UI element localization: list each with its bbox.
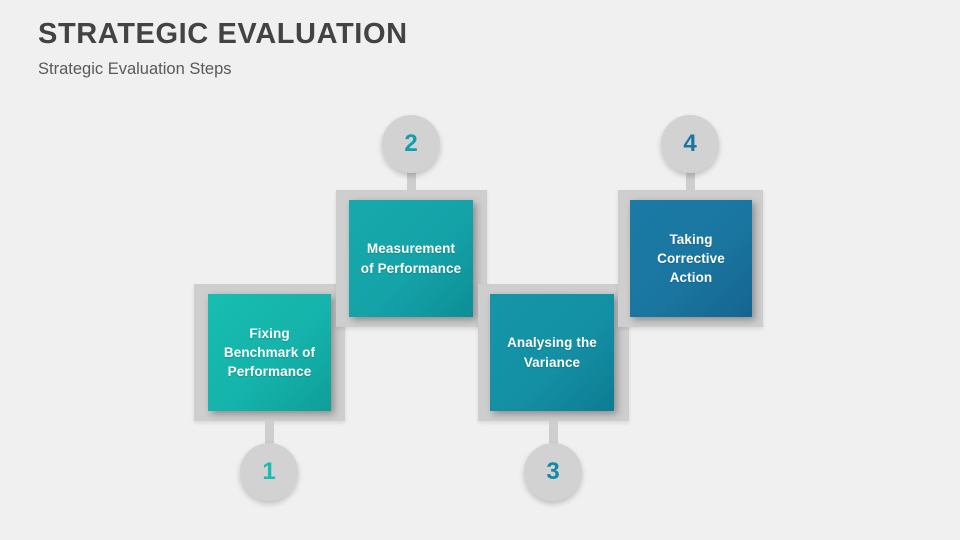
step-number-3: 3 [546, 458, 560, 485]
step-number-bubble-4[interactable]: 4 [661, 115, 719, 173]
slide-header: STRATEGIC EVALUATION Strategic Evaluatio… [38, 18, 738, 79]
page-title: STRATEGIC EVALUATION [38, 18, 408, 50]
step-connector-1 [265, 421, 274, 453]
step-number-bubble-3[interactable]: 3 [524, 443, 582, 501]
step-number-1: 1 [262, 458, 276, 485]
step-number-bubble-1[interactable]: 1 [240, 443, 298, 501]
step-connector-4 [686, 163, 695, 193]
page-subtitle: Strategic Evaluation Steps [38, 60, 232, 79]
step-number-bubble-2[interactable]: 2 [382, 115, 440, 173]
step-number-2: 2 [404, 130, 418, 157]
step-connector-2 [407, 163, 416, 193]
step-number-4: 4 [683, 130, 697, 157]
step-connector-3 [549, 421, 558, 453]
